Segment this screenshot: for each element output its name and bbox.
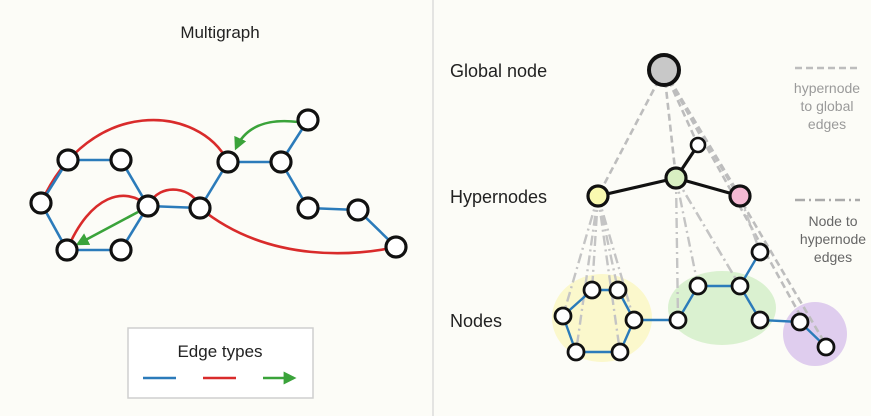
node [688,276,708,296]
left-panel: Multigraph [29,23,408,399]
node [610,342,630,362]
legend-global-edges: hypernode to global edges [794,66,860,132]
left-node [29,191,53,215]
label-hypernodes: Hypernodes [450,187,547,207]
label-nodes: Nodes [450,311,502,331]
red-edge-bottom [199,206,397,255]
cluster-purple [783,302,847,366]
left-node [109,148,133,172]
svg-text:edges: edges [814,249,852,265]
legend-title: Edge types [177,342,262,361]
left-node [296,196,320,220]
hypernode-edges [561,177,762,353]
left-node [56,148,80,172]
left-title: Multigraph [180,23,259,42]
label-global-node: Global node [450,61,547,81]
right-panel: Global node Hypernodes Nodes [450,53,866,366]
node [608,280,628,300]
hypernode-small [689,136,707,154]
svg-text:Node to: Node to [808,213,857,229]
green-edges [75,119,299,246]
node [750,242,770,262]
left-node [296,108,320,132]
hypernode-green [664,166,688,190]
node [816,337,836,357]
global-node [647,53,681,87]
node [790,312,810,332]
edge-types-legend: Edge types [127,327,314,399]
left-nodes [29,108,408,262]
left-node [269,150,293,174]
green-edge-top [234,119,299,151]
svg-text:hypernode: hypernode [794,80,860,96]
global-edges [596,69,828,346]
left-node [216,150,240,174]
node [750,310,770,330]
node [730,276,750,296]
node [582,280,602,300]
node [624,310,644,330]
svg-text:to global: to global [801,98,854,114]
left-node [384,235,408,259]
node [553,306,573,326]
left-node [55,238,79,262]
hypernode-yellow [586,184,610,208]
legend-node-edges: Node to hypernode edges [795,198,866,265]
left-node [109,238,133,262]
green-edge-bottom [75,210,139,246]
right-nodes [553,242,836,362]
blue-edges [39,119,397,252]
svg-text:edges: edges [808,116,846,132]
hypernode-pink [728,184,752,208]
svg-text:hypernode: hypernode [800,231,866,247]
left-node [188,196,212,220]
node [668,310,688,330]
red-edges [39,118,397,255]
left-node [346,198,370,222]
node [566,342,586,362]
left-node [136,194,160,218]
red-edge-left [65,194,149,251]
